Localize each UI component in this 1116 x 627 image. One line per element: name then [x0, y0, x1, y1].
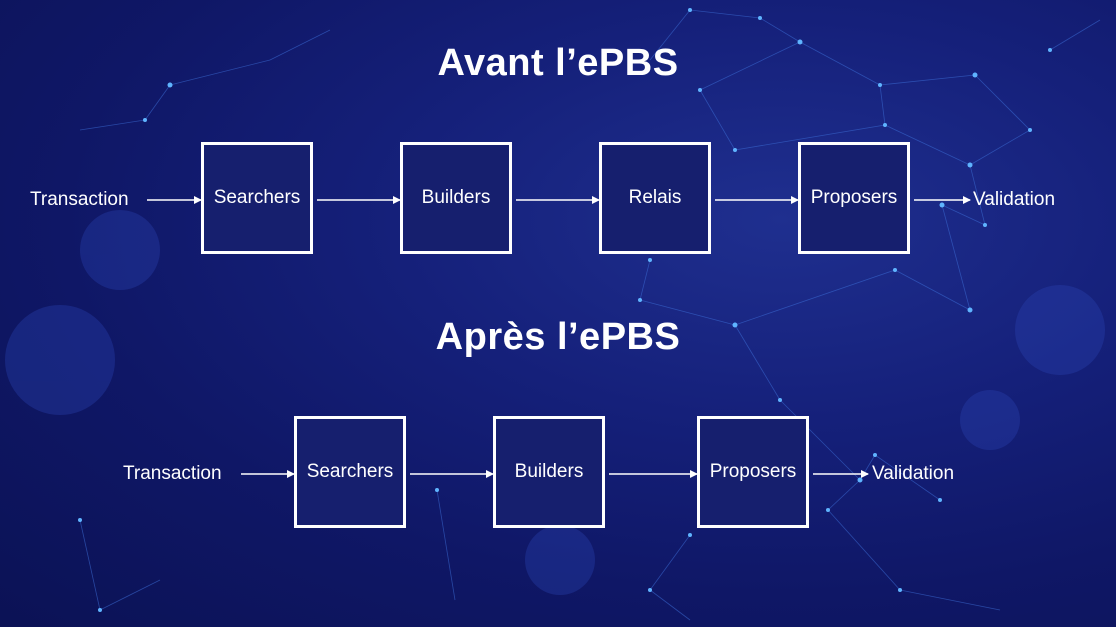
- before-step-proposers: Proposers: [798, 142, 910, 254]
- before-step-builders: Builders: [400, 142, 512, 254]
- before-end-label: Validation: [973, 189, 1056, 210]
- before-step-relais: Relais: [599, 142, 711, 254]
- after-title: Après l’ePBS: [435, 316, 681, 358]
- after-step-builders: Builders: [493, 416, 605, 528]
- after-step-proposers: Proposers: [697, 416, 809, 528]
- before-title: Avant l’ePBS: [437, 42, 679, 84]
- after-end-label: Validation: [872, 463, 955, 484]
- after-start-label: Transaction: [123, 463, 222, 484]
- before-step-searchers: Searchers: [201, 142, 313, 254]
- before-start-label: Transaction: [30, 189, 129, 210]
- after-step-searchers: Searchers: [294, 416, 406, 528]
